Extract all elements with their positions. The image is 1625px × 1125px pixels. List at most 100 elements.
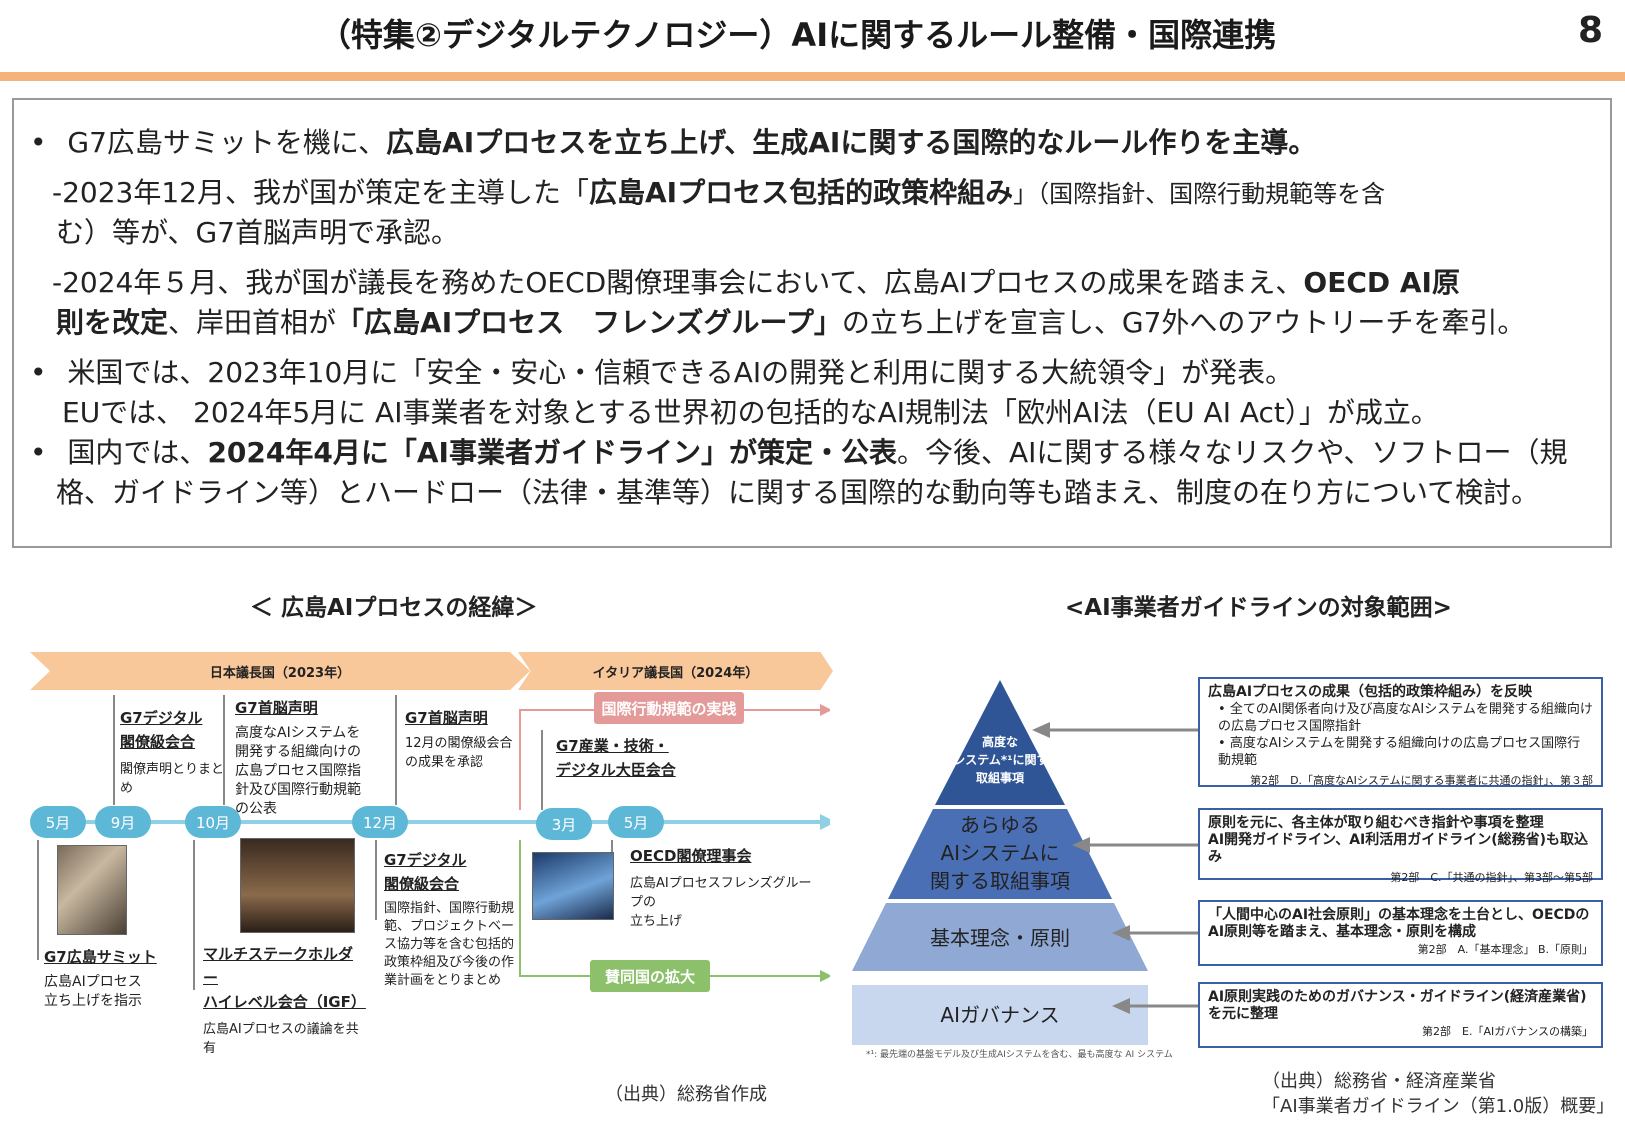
box-ref: 第2部 E.「AIガバナンスの構築」 <box>1422 1025 1593 1038</box>
band-japan: 日本議長国（2023年） <box>30 652 530 690</box>
right-source-1: （出典）総務省・経済産業省 <box>1262 1071 1496 1092</box>
event-desc: 広島AIプロセスフレンズグループの 立ち上げ <box>630 876 812 929</box>
tier-principles: 基本理念・原則 <box>930 926 1070 950</box>
box-bullet: • 全てのAI関係者向け及び高度なAIシステムを開発する組織向けの広島プロセス国… <box>1218 702 1593 734</box>
event-desc: 広島AIプロセスの議論を共有 <box>203 1022 359 1056</box>
bold-text: 2024年4月に「AI事業者ガイドライン」が策定・公表 <box>207 436 897 469</box>
bullet-text: 高度なAIシステムを開発する組織向けの広島プロセス国際行動規範 <box>1218 736 1581 768</box>
event-leaders-statement-oct: G7首脳声明 高度なAIシステムを開発する組織向けの広島プロセス国際指針及び国際… <box>235 696 370 819</box>
event-title: OECD閣僚理事会 <box>630 847 752 865</box>
scope-box-2: 原則を元に、各主体が取り組むべき指針や事項を整理 AI開発ガイドライン、AI利活… <box>1198 808 1603 884</box>
connector <box>223 695 225 805</box>
connector <box>37 840 39 960</box>
summit-photo <box>57 845 127 935</box>
event-oecd-council: OECD閣僚理事会 広島AIプロセスフレンズグループの 立ち上げ <box>630 844 820 931</box>
text: 。今後、AIに関する様々なリスクや、ソフトロー（規 <box>896 436 1568 469</box>
event-digital-ministers-dec: G7デジタル 閣僚級会合 国際指針、国際行動規範、プロジェクトベース協力等を含む… <box>384 848 514 990</box>
month-pill: 5月 <box>30 806 86 838</box>
event-igf: マルチステークホルダー ハイレベル会合（IGF） 広島AIプロセスの議論を共有 <box>203 942 366 1058</box>
igf-photo <box>240 838 355 933</box>
right-source-2: 「AI事業者ガイドライン（第1.0版）概要」 <box>1262 1096 1615 1117</box>
summary-box: • G7広島サミットを機に、広島AIプロセスを立ち上げ、生成AIに関する国際的な… <box>12 98 1612 548</box>
box-title: 広島AIプロセスの成果（包括的政策枠組み）を反映 <box>1208 684 1533 700</box>
tag-code-practice: 国際行動規範の実践 <box>594 692 744 724</box>
pointer-arrows <box>1032 722 1198 1014</box>
scope-box-1: 広島AIプロセスの成果（包括的政策枠組み）を反映 • 全てのAI関係者向け及び高… <box>1198 677 1603 787</box>
oecd-photo <box>532 852 614 920</box>
bullet: • <box>30 436 47 469</box>
text: 国内では、 <box>67 436 208 469</box>
bullet: • <box>30 126 47 159</box>
box-ref: 第2部 D.「高度なAIシステムに関する事業者に共通の指針」、第３部 <box>1250 774 1593 787</box>
scope-box-4: AI原則実践のためのガバナンス・ガイドライン(経済産業省)を元に整理 第2部 E… <box>1198 982 1603 1048</box>
band-italy: イタリア議長国（2024年） <box>518 652 833 690</box>
event-title: G7デジタル 閣僚級会合 <box>120 709 203 751</box>
event-title: マルチステークホルダー ハイレベル会合（IGF） <box>203 945 366 1011</box>
event-desc: 高度なAIシステムを開発する組織向けの広島プロセス国際指針及び国際行動規範の公表 <box>235 725 361 817</box>
summary-line-1: • G7広島サミットを機に、広島AIプロセスを立ち上げ、生成AIに関する国際的な… <box>30 124 1316 162</box>
summary-line-7: EUでは、 2024年5月に AI事業者を対象とする世界初の包括的なAI規制法「… <box>62 396 1439 429</box>
bold-text: OECD AI原 <box>1303 266 1460 299</box>
month-pill: 9月 <box>95 806 151 838</box>
summary-line-4: -2024年５月、我が国が議長を務めたOECD閣僚理事会において、広島AIプロセ… <box>52 264 1460 302</box>
text: 、岸田首相が <box>168 306 337 339</box>
event-title: G7広島サミット <box>44 948 157 966</box>
bullet-text: 全てのAI関係者向け及び高度なAIシステムを開発する組織向けの広島プロセス国際指… <box>1218 702 1593 734</box>
scope-box-3: 「人間中心のAI社会原則」の基本理念を土台とし、OECDのAI原則等を踏まえ、基… <box>1198 900 1603 966</box>
connector <box>193 840 195 990</box>
pyramid <box>852 680 1148 971</box>
footnote: *¹: 最先端の基盤モデル及び生成AIシステムを含む、最も高度な AI システム <box>866 1050 1173 1060</box>
event-title: G7首脳声明 <box>235 699 318 717</box>
connector <box>113 695 115 805</box>
tier-all-ai: あらゆる AIシステムに 関する取組事項 <box>930 813 1070 893</box>
bold-text: 広島AIプロセス包括的政策枠組み <box>589 176 1014 209</box>
box-title: AI原則実践のためのガバナンス・ガイドライン(経済産業省)を元に整理 <box>1208 989 1587 1022</box>
connector <box>395 695 397 805</box>
text: G7広島サミットを機に、 <box>67 126 387 159</box>
box-ref: 第2部 C.「共通の指針」、第3部～第5部 <box>1390 871 1593 884</box>
summary-line-9: 格、ガイドライン等）とハードロー（法律・基準等）に関する国際的な動向等も踏まえ、… <box>56 476 1540 509</box>
event-industry-ministers: G7産業・技術・ デジタル大臣会合 <box>556 734 696 782</box>
event-digital-ministers-2023: G7デジタル 閣僚級会合 閣僚声明とりまとめ <box>120 706 230 798</box>
month-pill: 5月 <box>608 806 664 838</box>
connector <box>375 840 377 920</box>
pyramid-base <box>852 985 1148 1045</box>
text: 」（国際指針、国際行動規範等を含 <box>1013 180 1386 208</box>
tag-expand: 賛同国の拡大 <box>590 960 710 992</box>
box-title: 原則を元に、各主体が取り組むべき指針や事項を整理 AI開発ガイドライン、AI利活… <box>1208 815 1589 865</box>
text: -2023年12月、我が国が策定を主導した「 <box>52 176 589 209</box>
summary-line-8: • 国内では、2024年4月に「AI事業者ガイドライン」が策定・公表。今後、AI… <box>30 434 1568 472</box>
tier-advanced-ai: 高度な AIシステム*¹に関する 取組事項 <box>939 735 1061 785</box>
guideline-title: <AI事業者ガイドラインの対象範囲> <box>1065 595 1452 621</box>
text: -2024年５月、我が国が議長を務めたOECD閣僚理事会において、広島AIプロセ… <box>52 266 1304 299</box>
text: 米国では、2023年10月に「安全・安心・信頼できるAIの開発と利用に関する大統… <box>67 356 1294 389</box>
summary-line-6: • 米国では、2023年10月に「安全・安心・信頼できるAIの開発と利用に関する… <box>30 354 1293 392</box>
bold-text: 「広島AIプロセス フレンズグループ」 <box>336 306 842 339</box>
event-desc: 閣僚声明とりまとめ <box>120 762 225 796</box>
text: の立ち上げを宣言し、G7外へのアウトリーチを牽引。 <box>841 306 1526 339</box>
event-desc: 12月の閣僚級会合の成果を承認 <box>405 736 513 770</box>
summary-line-2: -2023年12月、我が国が策定を主導した「広島AIプロセス包括的政策枠組み」（… <box>52 174 1385 213</box>
event-desc: 広島AIプロセス 立ち上げを指示 <box>44 974 142 1009</box>
box-title: 「人間中心のAI社会原則」の基本理念を土台とし、OECDのAI原則等を踏まえ、基… <box>1208 907 1590 940</box>
left-source: （出典）総務省作成 <box>605 1084 767 1105</box>
connector <box>541 730 543 810</box>
tier-governance: AIガバナンス <box>940 1003 1060 1027</box>
summary-line-3: む）等が、G7首脳声明で承認。 <box>56 216 459 249</box>
bold-text: 広島AIプロセスを立ち上げ、生成AIに関する国際的なルール作りを主導。 <box>386 126 1317 159</box>
bullet: • <box>30 356 47 389</box>
box-bullet: • 高度なAIシステムを開発する組織向けの広島プロセス国際行動規範 <box>1218 736 1581 768</box>
month-pill: 12月 <box>352 806 408 838</box>
page-title: （特集②デジタルテクノロジー）AIに関するルール整備・国際連携 <box>318 16 1277 54</box>
box-ref: 第2部 A.「基本理念」 B.「原則」 <box>1417 943 1593 956</box>
month-pill: 10月 <box>185 806 241 838</box>
event-title: G7産業・技術・ デジタル大臣会合 <box>556 737 676 779</box>
summary-line-5: 則を改定、岸田首相が「広島AIプロセス フレンズグループ」の立ち上げを宣言し、G… <box>56 304 1525 342</box>
event-title: G7デジタル 閣僚級会合 <box>384 851 467 893</box>
event-leaders-statement-dec: G7首脳声明 12月の閣僚級会合の成果を承認 <box>405 706 525 772</box>
bold-text: 則を改定 <box>56 306 169 339</box>
event-title: G7首脳声明 <box>405 709 488 727</box>
page-number: 8 <box>1577 10 1603 51</box>
header-rule <box>0 72 1625 81</box>
timeline-title: ＜ 広島AIプロセスの経緯＞ <box>250 595 538 621</box>
